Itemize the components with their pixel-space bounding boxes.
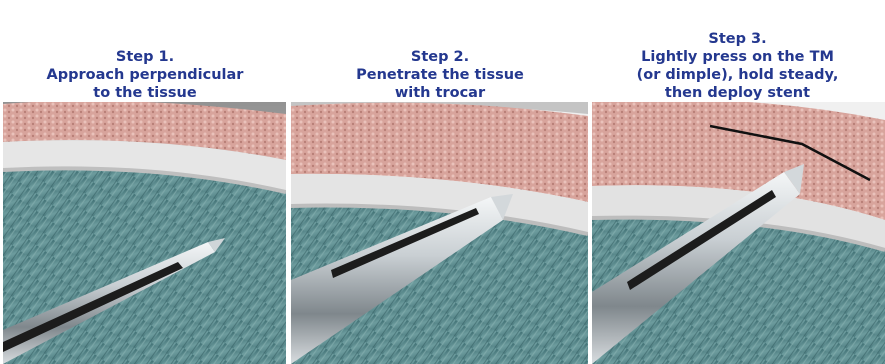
step-1-illustration — [3, 102, 286, 364]
step-3-caption: Step 3. Lightly press on the TM (or dimp… — [590, 0, 885, 110]
step-2-illustration — [291, 102, 588, 364]
step-3-title: Step 3. — [708, 30, 766, 48]
step-1-line-1: Approach perpendicular — [47, 66, 244, 84]
step-1-title: Step 1. — [116, 48, 174, 66]
step-1-line-2: to the tissue — [93, 84, 196, 102]
step-3-line-1: Lightly press on the TM — [641, 48, 834, 66]
step-2-title: Step 2. — [411, 48, 469, 66]
step-1-caption: Step 1. Approach perpendicular to the ti… — [0, 0, 290, 108]
step-3-illustration — [592, 102, 885, 364]
step-3-line-2: (or dimple), hold steady, — [637, 66, 839, 84]
step-3-line-3: then deploy stent — [665, 84, 810, 102]
step-2-line-1: Penetrate the tissue — [356, 66, 524, 84]
step-2-line-2: with trocar — [395, 84, 485, 102]
